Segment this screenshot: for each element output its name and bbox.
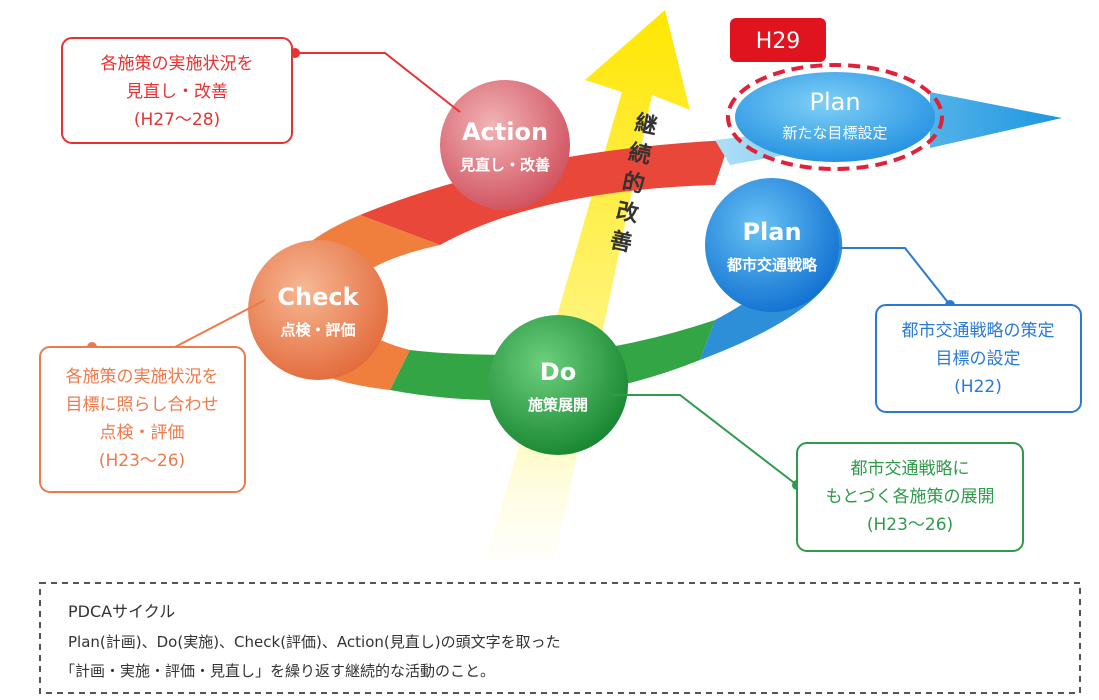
arrow-char-3: 改 [614, 198, 642, 228]
plan-box-line-1: 目標の設定 [936, 349, 1021, 369]
check-box-line-3: (H23〜26) [99, 451, 185, 471]
note-title: PDCAサイクル [68, 602, 175, 621]
arrow-char-0: 継 [633, 110, 660, 140]
plan-box-line-2: (H22) [954, 377, 1002, 397]
check-subtitle: 点検・評価 [280, 321, 355, 339]
plan-new-ellipse [735, 72, 935, 162]
check-box-line-1: 目標に照らし合わせ [66, 395, 219, 415]
action-box-line-2: (H27〜28) [134, 110, 220, 130]
note-line-1: 「計画・実施・評価・見直し」を繰り返す継続的な活動のこと。 [60, 662, 495, 680]
check-circle [248, 240, 388, 380]
do-box-line-2: (H23〜26) [867, 515, 953, 535]
check-box-line-2: 点検・評価 [100, 423, 185, 443]
connector-do [610, 394, 798, 486]
plan-strategy-title: Plan [742, 218, 801, 246]
action-box-line-1: 見直し・改善 [126, 82, 228, 102]
do-box-line-0: 都市交通戦略に [851, 459, 970, 479]
action-circle [440, 80, 570, 210]
do-title: Do [540, 358, 576, 386]
h29-badge [730, 18, 826, 62]
arrow-char-4: 善 [608, 227, 635, 257]
check-box-line-0: 各施策の実施状況を [66, 367, 219, 387]
action-title: Action [462, 118, 548, 146]
connector-plan [835, 247, 951, 306]
do-box: 都市交通戦略に もとづく各施策の展開 (H23〜26) [796, 442, 1024, 552]
plan-box: 都市交通戦略の策定 目標の設定 (H22) [875, 304, 1082, 413]
action-box-line-0: 各施策の実施状況を [101, 54, 254, 74]
do-subtitle: 施策展開 [528, 396, 588, 414]
action-subtitle: 見直し・改善 [459, 156, 550, 174]
arrow-char-2: 的 [620, 168, 647, 198]
continuous-improvement-label: 継 続 的 改 善 [608, 110, 660, 257]
check-box: 各施策の実施状況を 目標に照らし合わせ 点検・評価 (H23〜26) [39, 346, 246, 493]
pdca-note: PDCAサイクル Plan(計画)、Do(実施)、Check(評価)、Actio… [39, 582, 1081, 694]
connector-check [92, 299, 266, 348]
plan-strategy-subtitle: 都市交通戦略 [726, 256, 818, 274]
plan-new-subtitle: 新たな目標設定 [782, 124, 887, 142]
check-title: Check [277, 283, 359, 311]
plan-new-title: Plan [809, 88, 860, 116]
connector-action [295, 52, 461, 113]
plan-new-dashed-outline [726, 63, 944, 171]
do-circle [488, 315, 628, 455]
h29-badge-label: H29 [756, 29, 801, 54]
do-box-line-1: もとづく各施策の展開 [826, 487, 995, 507]
arrow-char-1: 続 [626, 139, 653, 169]
plan-box-line-0: 都市交通戦略の策定 [902, 321, 1055, 341]
action-box: 各施策の実施状況を 見直し・改善 (H27〜28) [61, 37, 293, 144]
note-line-0: Plan(計画)、Do(実施)、Check(評価)、Action(見直し)の頭文… [68, 633, 561, 651]
plan-strategy-circle [705, 178, 839, 312]
